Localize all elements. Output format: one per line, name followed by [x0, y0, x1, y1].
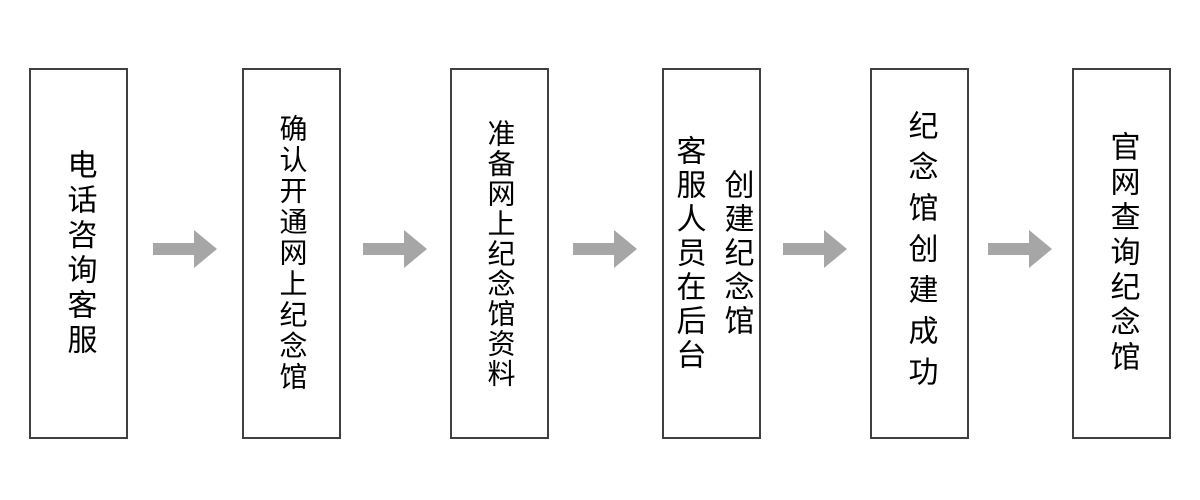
flow-step-4-text-col-2: 创建纪念馆 [719, 168, 753, 339]
flow-step-1-text: 电话咨询客服 [62, 148, 96, 359]
flow-step-4: 客服人员在后台 创建纪念馆 [662, 68, 761, 439]
flow-arrow-right-icon [573, 230, 637, 268]
flow-step-3-text: 准备网上纪念馆资料 [484, 118, 516, 389]
flow-arrow-right-shape [153, 230, 217, 268]
flow-step-1: 电话咨询客服 [29, 68, 128, 439]
flow-arrow-right-icon [783, 230, 847, 268]
flow-arrow-right-icon [988, 230, 1052, 268]
flow-step-2: 确认开通网上纪念馆 [242, 68, 341, 439]
flow-arrow-right-shape [573, 230, 637, 268]
flow-arrow-right-icon [153, 230, 217, 268]
flow-arrow-right-shape [783, 230, 847, 268]
flow-step-6: 官网查询纪念馆 [1072, 68, 1171, 439]
flow-step-5-text: 纪念馆创建成功 [903, 110, 937, 397]
flow-arrow-right-icon [363, 230, 427, 268]
flow-step-3: 准备网上纪念馆资料 [450, 68, 549, 439]
flow-step-2-text: 确认开通网上纪念馆 [276, 114, 308, 393]
flow-arrow-right-shape [363, 230, 427, 268]
flow-step-5: 纪念馆创建成功 [870, 68, 969, 439]
flow-arrow-right-shape [988, 230, 1052, 268]
flow-step-6-text: 官网查询纪念馆 [1105, 131, 1139, 376]
flow-step-4-text-col-1: 客服人员在后台 [671, 134, 705, 373]
